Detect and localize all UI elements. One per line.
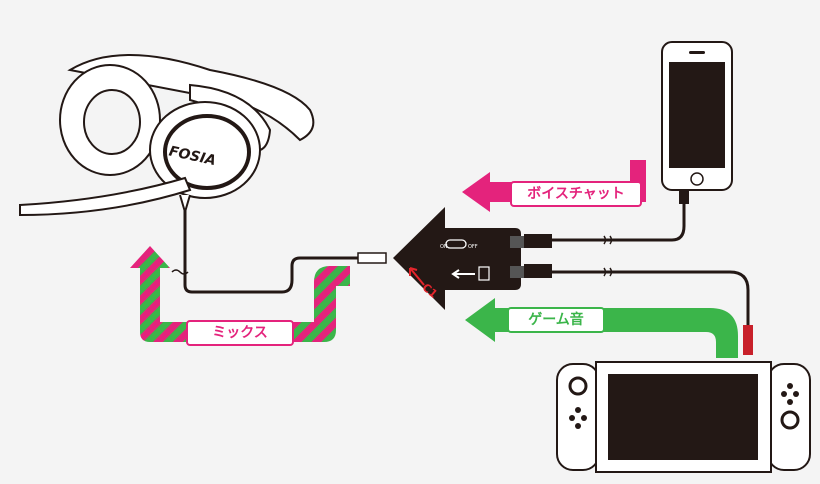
phone-plug	[679, 190, 689, 204]
game-console	[556, 361, 811, 473]
switch-plug	[743, 325, 753, 355]
headset-plug	[357, 252, 387, 264]
svg-text:ON: ON	[440, 244, 448, 250]
mix-label: ミックス	[186, 320, 294, 346]
mic-switch	[445, 239, 467, 249]
game-audio-label: ゲーム音	[507, 307, 605, 333]
adapter: ON OFF C1	[393, 207, 552, 310]
smartphone	[661, 41, 733, 191]
svg-text:OFF: OFF	[468, 244, 478, 250]
cables	[183, 200, 750, 330]
voice-chat-label: ボイスチャット	[510, 181, 642, 207]
arrow-left-icon	[451, 269, 475, 279]
headset	[19, 54, 315, 217]
